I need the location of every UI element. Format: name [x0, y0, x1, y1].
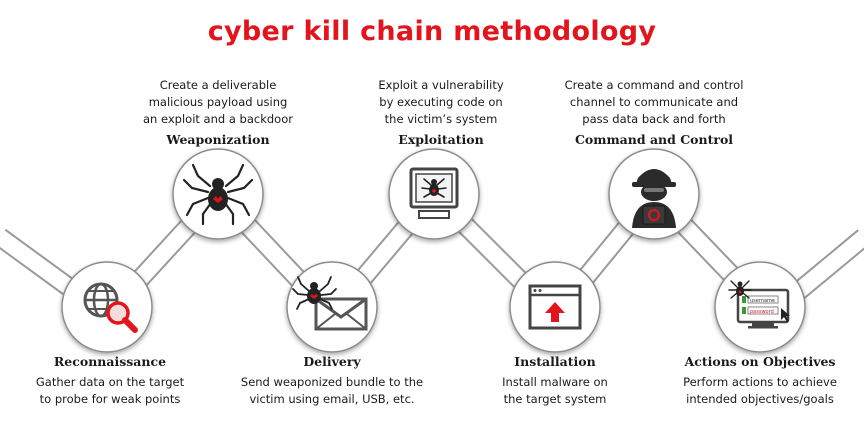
- step-desc-line: pass data back and forth: [582, 112, 726, 126]
- diagram-title: cyber kill chain methodology: [207, 16, 657, 47]
- step-desc-line: an exploit and a backdoor: [143, 112, 293, 126]
- step-desc-exploitation: Exploit a vulnerability by executing cod…: [341, 77, 541, 128]
- step-desc-line: Send weaponized bundle to the: [240, 375, 424, 389]
- step-title-reconnaissance: Reconnaissance: [53, 354, 167, 369]
- browser-upload-icon: [528, 284, 582, 330]
- step-title-installation: Installation: [514, 354, 596, 369]
- step-desc-line: Exploit a vulnerability: [378, 78, 504, 92]
- step-desc-line: the target system: [503, 392, 607, 406]
- step-node-delivery: [286, 261, 378, 353]
- spider-icon: [182, 163, 254, 226]
- step-desc-line: by executing code on: [379, 95, 503, 109]
- step-title-exploitation: Exploitation: [398, 132, 484, 147]
- step-title-weaponization: Weaponization: [166, 132, 270, 147]
- step-desc-line: malicious payload using: [148, 95, 288, 109]
- step-desc-reconnaissance: Gather data on the target to probe for w…: [10, 374, 210, 408]
- step-title-command-and-control: Command and Control: [574, 132, 734, 147]
- hacker-icon: [632, 169, 676, 228]
- step-title-actions-on-objectives: Actions on Objectives: [684, 354, 836, 369]
- step-desc-line: Create a command and control: [564, 78, 744, 92]
- step-node-exploitation: [388, 148, 480, 240]
- step-desc-command-and-control: Create a command and control channel to …: [544, 77, 764, 128]
- step-desc-line: Install malware on: [502, 375, 608, 389]
- spider-envelope-icon: [292, 276, 368, 331]
- step-desc-line: intended objectives/goals: [686, 392, 834, 406]
- step-node-weaponization: [172, 148, 264, 240]
- step-node-actions-on-objectives: username password: [714, 261, 806, 353]
- infected-computer-icon: [409, 167, 459, 219]
- step-desc-line: the victim’s system: [384, 112, 498, 126]
- step-desc-weaponization: Create a deliverable malicious payload u…: [118, 77, 318, 128]
- password-field-text: password: [750, 309, 774, 315]
- username-field-text: username: [750, 298, 775, 304]
- step-node-reconnaissance: [61, 261, 153, 353]
- step-node-command-and-control: [608, 148, 700, 240]
- step-title-delivery: Delivery: [303, 354, 361, 369]
- step-desc-line: Perform actions to achieve: [683, 375, 837, 389]
- step-desc-line: victim using email, USB, etc.: [249, 392, 415, 406]
- step-desc-delivery: Send weaponized bundle to the victim usi…: [212, 374, 452, 408]
- step-desc-actions-on-objectives: Perform actions to achieve intended obje…: [660, 374, 860, 408]
- step-desc-line: Create a deliverable: [159, 78, 277, 92]
- step-desc-line: Gather data on the target: [35, 375, 185, 389]
- stolen-credentials-icon: username password: [728, 280, 790, 329]
- step-desc-installation: Install malware on the target system: [455, 374, 655, 408]
- step-desc-line: channel to communicate and: [569, 95, 739, 109]
- step-desc-line: to probe for weak points: [39, 392, 181, 406]
- step-node-installation: [509, 261, 601, 353]
- globe-magnifier-icon: [83, 282, 138, 333]
